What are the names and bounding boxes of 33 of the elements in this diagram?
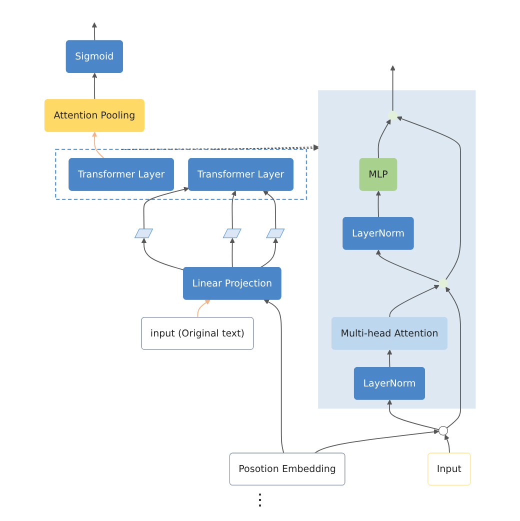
cluster [54,148,307,200]
arrow [386,400,440,430]
arrow [376,190,381,218]
node-bar [266,228,285,238]
arrow [120,146,319,151]
node-circle [388,110,398,120]
node-circle [438,278,448,288]
arrow [92,22,97,42]
ellipsis-mark: ⋮ [252,490,268,509]
arrow [143,186,189,230]
arrow [378,119,391,160]
arrow [260,238,278,268]
arrow [386,350,392,368]
arrow [264,300,284,454]
arrow [389,284,440,318]
node-circle [438,426,448,436]
arrow [376,250,440,282]
arrow [141,238,184,270]
arrow [314,429,439,454]
arrow [263,190,276,230]
arrow [213,144,319,150]
arrow [230,238,235,268]
node-bar [134,228,154,238]
arrow [396,116,461,280]
arrow [231,190,236,230]
arrow [444,434,450,454]
arrow [197,300,210,318]
arrow [445,286,461,428]
arrow [92,72,98,100]
arrow [92,132,105,160]
cluster [318,90,476,409]
node-bar [222,228,242,238]
arrow [390,65,396,112]
